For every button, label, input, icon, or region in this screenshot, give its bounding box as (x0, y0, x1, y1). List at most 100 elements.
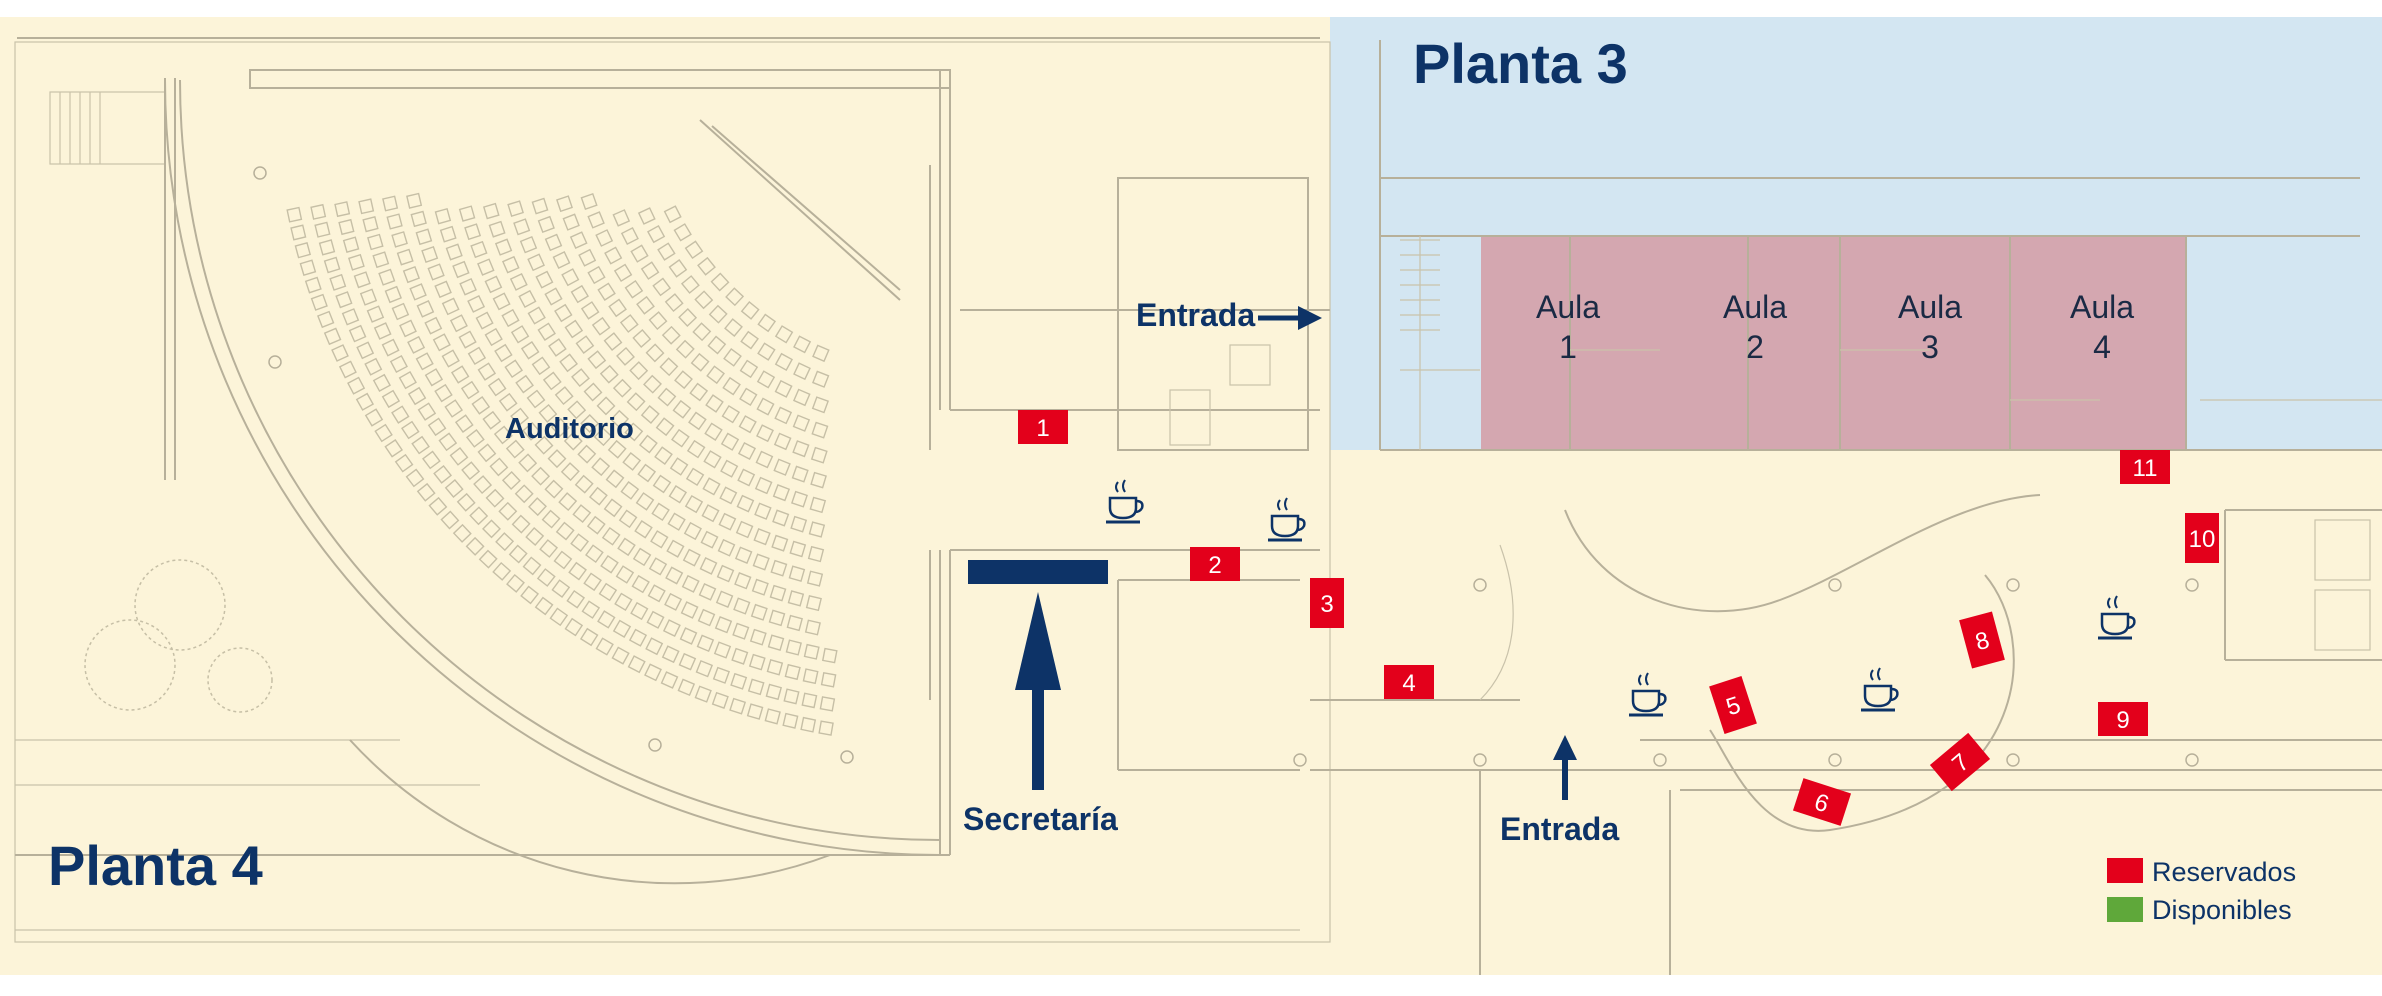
auditorium-seat (650, 530, 669, 549)
auditorium-seat (417, 402, 437, 421)
aula-1: Aula 1 (1536, 289, 1600, 365)
auditorium-seat (511, 514, 531, 534)
auditorium-seat (399, 319, 417, 338)
auditorium-seat (492, 292, 511, 311)
auditorium-seat (310, 293, 328, 311)
auditorium-seat (378, 268, 396, 286)
auditorium-seat (505, 439, 525, 459)
auditorium-seat (801, 692, 818, 709)
auditorium-seat (694, 685, 712, 703)
auditorium-seat (391, 405, 410, 424)
auditorium-seat (805, 595, 822, 612)
auditorium-seat (460, 380, 480, 400)
auditorium-seat (335, 291, 353, 309)
auditorium-seat (405, 468, 425, 488)
auditorium-seat (681, 574, 700, 593)
aula-2-word: Aula (1723, 289, 1787, 325)
auditorium-seat (680, 275, 700, 294)
stand-8[interactable]: 8 (1959, 611, 2005, 669)
auditorium-seat (724, 318, 743, 338)
auditorium-seat (342, 236, 360, 253)
auditorium-seat (690, 352, 710, 372)
auditorium-seat (704, 422, 723, 441)
aula-3-word: Aula (1898, 289, 1962, 325)
auditorium-seat (730, 672, 748, 690)
auditorium-seat (544, 287, 563, 306)
arrow-right-icon (1258, 306, 1322, 330)
auditorium-seat (765, 683, 783, 701)
auditorium-seat (432, 333, 451, 352)
auditorium-seat (394, 453, 414, 473)
auditorium-seat (583, 572, 602, 592)
stand-9[interactable]: 9 (2098, 702, 2148, 736)
auditorium-seat (382, 195, 399, 212)
auditorium-seat (647, 584, 666, 603)
stand-3[interactable]: 3 (1310, 578, 1344, 628)
auditorium-seat (560, 462, 580, 482)
auditorium-seat (655, 417, 675, 437)
auditorium-seat (553, 550, 573, 570)
auditorium-seat (593, 427, 613, 447)
auditorium-seat (402, 265, 421, 284)
auditorium-seat (737, 441, 757, 461)
auditorium-seat (749, 628, 767, 646)
auditorium-seat (473, 475, 493, 495)
auditorium-seat (612, 378, 632, 398)
aula-4-number: 4 (2093, 329, 2111, 365)
auditorium-seat (712, 666, 730, 684)
auditorium-seat (461, 461, 481, 481)
auditorium-seat (773, 458, 791, 476)
auditorium-seat (514, 484, 534, 504)
auditorium-seat (422, 450, 441, 470)
auditorium-seat (583, 382, 603, 402)
stand-7[interactable]: 7 (1929, 732, 1991, 792)
stand-1[interactable]: 1 (1018, 410, 1068, 444)
auditorium-seat (391, 231, 408, 248)
auditorium-seat (564, 617, 584, 637)
auditorium-seat (604, 246, 623, 265)
auditorium-seat (572, 504, 592, 524)
auditorium-seat (620, 226, 639, 246)
auditorium-seat (607, 439, 627, 459)
auditorium-seat (774, 325, 794, 344)
aula-2-number: 2 (1746, 329, 1764, 365)
trees (84, 559, 273, 713)
stand-4[interactable]: 4 (1384, 665, 1434, 699)
stand-5[interactable]: 5 (1709, 675, 1757, 735)
auditorium-seat (789, 540, 807, 558)
auditorium-seat (725, 287, 745, 307)
auditorium-seat (299, 259, 317, 277)
stand-2[interactable]: 2 (1190, 547, 1240, 581)
auditorium-seat (441, 349, 460, 368)
auditorium-seat (323, 256, 341, 274)
auditorium-seat (356, 341, 375, 360)
auditorium-seat (535, 270, 554, 289)
auditorium-seat (664, 592, 683, 611)
auditorium-seat (467, 294, 486, 313)
auditorium-seat (629, 361, 649, 381)
auditorium-seat (488, 220, 506, 238)
auditorium-seat (663, 205, 682, 224)
auditorium-seat (792, 414, 811, 432)
auditorium-seat (620, 481, 640, 500)
auditorium-seat (458, 205, 476, 222)
auditorium-seat (648, 557, 668, 576)
auditorium-seat (294, 241, 312, 259)
auditorium-seat (588, 486, 608, 506)
stand-6[interactable]: 6 (1792, 778, 1852, 826)
auditorium-seat (790, 515, 808, 533)
stand-11[interactable]: 11 (2120, 450, 2170, 484)
aula-1-word: Aula (1536, 289, 1600, 325)
auditorium-seat (398, 370, 417, 390)
stand-10[interactable]: 10 (2185, 513, 2219, 563)
auditorium-seat (585, 544, 604, 564)
auditorium-seat (698, 583, 717, 601)
auditorium-seat (347, 376, 366, 395)
entrada-bottom-label: Entrada (1500, 811, 1619, 847)
auditorium-seat (791, 490, 808, 508)
auditorium-seat (527, 253, 545, 272)
auditorium-seat (696, 634, 715, 653)
auditorium-seat (688, 411, 707, 431)
auditorium-seat (406, 192, 423, 209)
auditorium-seat (632, 329, 652, 348)
